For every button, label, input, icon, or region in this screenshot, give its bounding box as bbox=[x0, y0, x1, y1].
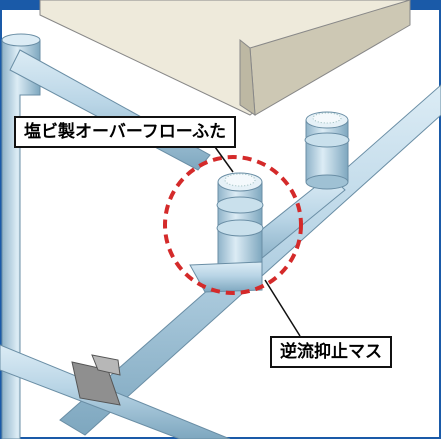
basin-leader-line bbox=[264, 279, 301, 337]
back-basin bbox=[304, 111, 350, 190]
left-vertical-pipe bbox=[1, 33, 41, 439]
highlight-circle bbox=[163, 155, 303, 295]
basin-tee bbox=[189, 261, 263, 293]
overflow-cover-label: 塩ビ製オーバーフローふた bbox=[14, 116, 237, 148]
front-basin bbox=[216, 172, 264, 286]
check-valve-basin-label: 逆流抑止マス bbox=[270, 336, 392, 368]
pipe-collar bbox=[71, 354, 121, 406]
building-block bbox=[39, 0, 411, 116]
